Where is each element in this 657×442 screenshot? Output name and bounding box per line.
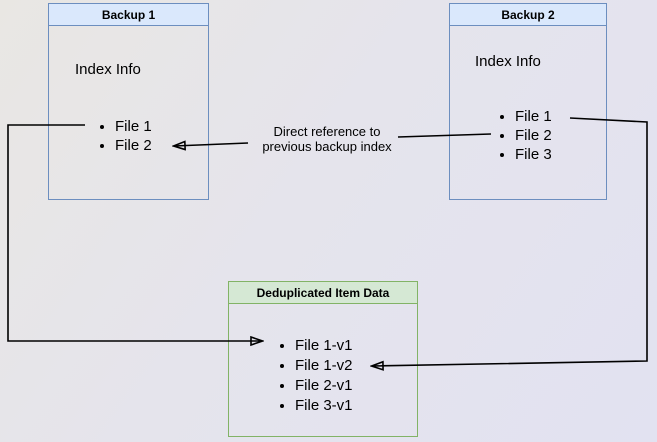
dedup-box: Deduplicated Item Data <box>228 281 418 437</box>
backup1-file-list: File 1File 2 <box>97 117 152 155</box>
list-item: File 2 <box>515 126 552 145</box>
backup1-title: Backup 1 <box>49 4 208 26</box>
list-item: File 2-v1 <box>295 376 353 396</box>
backup2-index-info-label: Index Info <box>475 53 541 70</box>
list-item: File 1-v2 <box>295 356 353 376</box>
list-item: File 1 <box>115 117 152 136</box>
backup2-file-list: File 1File 2File 3 <box>497 107 552 164</box>
backup1-box: Backup 1 <box>48 3 209 200</box>
dedup-title: Deduplicated Item Data <box>229 282 417 304</box>
direct-reference-label: Direct reference to previous backup inde… <box>262 124 392 154</box>
dedup-file-list: File 1-v1File 1-v2File 2-v1File 3-v1 <box>277 336 353 416</box>
list-item: File 1 <box>515 107 552 126</box>
list-item: File 1-v1 <box>295 336 353 356</box>
list-item: File 3 <box>515 145 552 164</box>
list-item: File 2 <box>115 136 152 155</box>
backup2-box: Backup 2 <box>449 3 607 200</box>
backup1-index-info-label: Index Info <box>75 61 141 78</box>
list-item: File 3-v1 <box>295 396 353 416</box>
backup2-title: Backup 2 <box>450 4 606 26</box>
